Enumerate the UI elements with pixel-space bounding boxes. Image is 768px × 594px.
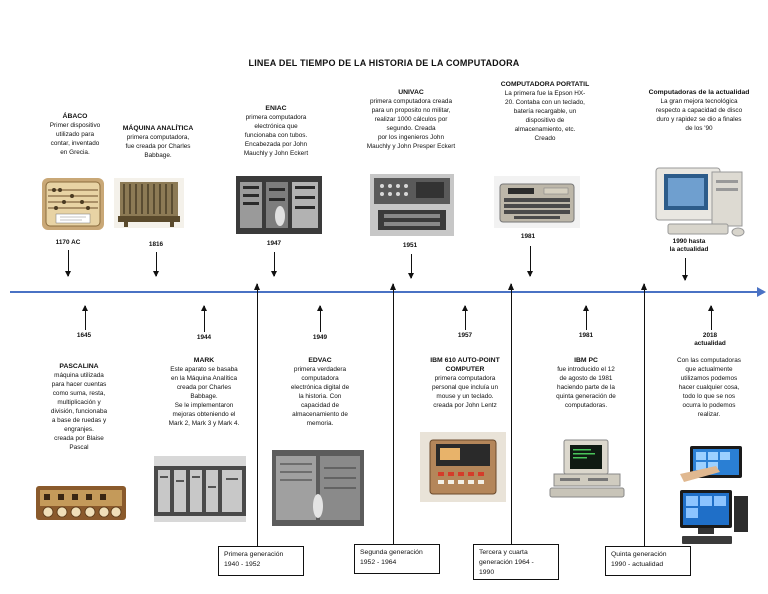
event-eniac-text: ENIAC primera computadora electrónica qu… — [226, 104, 326, 158]
event-year: 1981 — [578, 332, 594, 339]
event-hoy-text: Con las computadoras que actualmente uti… — [658, 356, 760, 419]
generation-box-3: Tercera y cuarta generación 1964 - 1990 — [473, 544, 559, 580]
event-description: máquina utilizada para hacer cuentas com… — [50, 372, 108, 451]
event-heading: IBM PC — [574, 357, 598, 364]
timeline-axis — [10, 291, 760, 293]
event-year: 1951 — [402, 242, 418, 249]
arrow-up-icon — [317, 305, 323, 332]
generation-box-5: Quinta generación 1990 - actualidad — [605, 546, 691, 576]
arrow-up-icon — [82, 305, 88, 330]
event-heading: MÁQUINA ANALÍTICA — [122, 125, 194, 132]
page-title: LINEA DEL TIEMPO DE LA HISTORIA DE LA CO… — [248, 58, 520, 68]
event-description: primera computadora electrónica que func… — [243, 114, 309, 157]
generation-divider — [641, 283, 647, 546]
event-heading: ENIAC — [265, 105, 287, 112]
event-description: primera computadora creada para un propo… — [366, 98, 456, 150]
event-edvac-text: EDVAC primera verdadera computadora elec… — [276, 356, 364, 428]
event-heading: EDVAC — [308, 357, 332, 364]
arrow-down-icon — [153, 252, 159, 277]
arrow-up-icon — [583, 305, 589, 330]
arrow-down-icon — [271, 252, 277, 277]
ibm610-icon — [420, 432, 506, 502]
eniac-icon — [236, 176, 322, 234]
arrow-down-icon — [408, 254, 414, 279]
arrow-up-icon — [708, 305, 714, 330]
event-year: 1645 — [76, 332, 92, 339]
univac-icon — [370, 174, 454, 236]
generation-box-2: Segunda generación 1952 - 1964 — [354, 544, 440, 574]
event-mark-text: MARK Este aparato se basaba en la Máquin… — [156, 356, 252, 428]
generation-divider — [508, 283, 514, 546]
event-year: 1949 — [312, 334, 328, 341]
generation-divider — [254, 283, 260, 546]
event-heading: Computadoras de la actualidad — [648, 89, 750, 96]
generation-divider — [390, 283, 396, 546]
abacus-icon — [42, 178, 104, 230]
event-maquina-text: MÁQUINA ANALÍTICA primera computadora, f… — [112, 124, 204, 160]
event-heading: PASCALINA — [59, 363, 99, 370]
mark-icon — [154, 456, 246, 522]
pascaline-icon — [36, 480, 126, 524]
event-heading: IBM 610 AUTO-POINT COMPUTER — [430, 357, 500, 373]
event-year: 1957 — [457, 332, 473, 339]
event-pascalina-text: PASCALINA máquina utilizada para hacer c… — [36, 362, 122, 452]
event-year: 2018 actualidad — [694, 332, 726, 347]
arrow-up-icon — [201, 305, 207, 332]
event-heading: MARK — [193, 357, 215, 364]
laptop-icon — [494, 176, 580, 228]
event-year: 1816 — [148, 241, 164, 248]
timeline-arrowhead-icon — [757, 287, 766, 297]
event-description: La primera fue la Epson HX- 20. Contaba … — [504, 90, 586, 142]
arrow-down-icon — [65, 250, 71, 277]
arrow-down-icon — [682, 258, 688, 281]
analytical-engine-icon — [114, 178, 184, 228]
ibm-pc-icon — [546, 436, 628, 500]
event-year: 1990 hasta la actualidad — [669, 238, 709, 253]
event-ibmpc-text: IBM PC fue introducido el 12 de agosto d… — [538, 356, 634, 410]
event-description: fue introducido el 12 de agosto de 1981 … — [556, 366, 616, 409]
event-description: Primer dispositivo utilizado para contar… — [49, 122, 101, 156]
edvac-icon — [272, 450, 364, 526]
arrow-up-icon — [462, 305, 468, 330]
event-actual-text: Computadoras de la actualidad La gran me… — [640, 88, 758, 133]
event-year: 1170 AC — [55, 239, 81, 246]
event-description: Este aparato se basaba en la Máquina Ana… — [168, 366, 240, 427]
event-year: 1947 — [266, 240, 282, 247]
event-abaco-text: ÁBACO Primer dispositivo utilizado para … — [36, 112, 114, 157]
event-heading: COMPUTADORA PORTATIL — [500, 81, 590, 88]
event-description: primera computadora, fue creada por Char… — [125, 134, 191, 159]
event-description: Con las computadoras que actualmente uti… — [677, 357, 741, 418]
arrow-down-icon — [527, 246, 533, 277]
event-year: 1944 — [196, 334, 212, 341]
event-ibm610-text: IBM 610 AUTO-POINT COMPUTER primera comp… — [414, 356, 516, 410]
event-description: primera computadora personal que incluía… — [431, 375, 499, 409]
event-heading: ÁBACO — [62, 113, 88, 120]
event-year: 1981 — [520, 233, 536, 240]
event-univac-text: UNIVAC primera computadora creada para u… — [352, 88, 470, 151]
modern-computers-icon — [676, 444, 752, 548]
event-portatil-text: COMPUTADORA PORTATIL La primera fue la E… — [490, 80, 600, 143]
desktop-pc-icon — [648, 162, 752, 240]
event-heading: UNIVAC — [398, 89, 424, 96]
event-description: La gran mejora tecnológica respecto a ca… — [655, 98, 743, 132]
generation-box-1: Primera generación 1940 - 1952 — [218, 546, 304, 576]
event-description: primera verdadera computadora electrónic… — [290, 366, 350, 427]
